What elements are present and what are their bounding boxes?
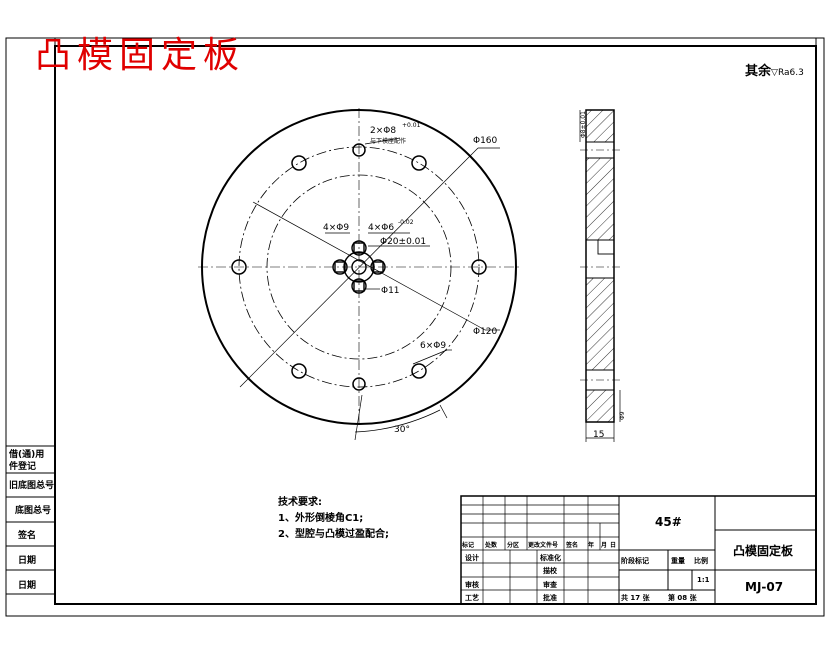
roughness-value: Ra6.3: [777, 68, 804, 78]
dim-section-top: Φ8±0.01: [580, 111, 587, 138]
dim-4x6: 4×Φ6: [368, 223, 394, 233]
role-check: 审查: [543, 581, 557, 589]
side-label-old-drawing-no: 旧底图总号: [9, 481, 55, 491]
pin-holes: [352, 143, 366, 391]
roughness-prefix: 其余: [745, 64, 772, 79]
leader-lines: [239, 137, 500, 441]
dim-6x9: 6×Φ9: [420, 341, 446, 351]
drawing-number: MJ-07: [745, 580, 784, 594]
roughness-symbol-icon: ▽: [771, 68, 778, 78]
side-label-date-2: 日期: [18, 581, 37, 591]
inner-border: [54, 45, 817, 605]
holes-6x9: [231, 155, 487, 379]
dim-pcd-outer: Φ160: [473, 136, 498, 146]
rev-header-zone: 分区: [507, 542, 520, 549]
requirement-item-1: 1、外形倒棱角C1;: [278, 513, 364, 524]
dim-pinholes: 2×Φ8: [370, 126, 396, 136]
dim-thickness: 15: [593, 430, 604, 440]
dim-4x9: 4×Φ9: [323, 223, 349, 233]
title-block: [460, 495, 817, 605]
weight-header: 重量: [671, 557, 685, 565]
stage-mark-header: 阶段标记: [621, 557, 649, 565]
role-approve: 批准: [543, 594, 557, 602]
side-label-date-1: 日期: [18, 556, 37, 566]
roughness-note: 其余▽Ra6.3: [745, 60, 804, 79]
dim-center-bore: Φ20±0.01: [380, 237, 426, 247]
dim-pcd-inner: Φ120: [473, 327, 498, 337]
dim-small-bore: Φ11: [381, 286, 400, 296]
role-process: 工艺: [465, 594, 479, 602]
requirements-heading: 技术要求:: [278, 497, 322, 508]
dim-pinholes-note: 与下模座配作: [370, 137, 406, 145]
scale-header: 比例: [694, 557, 708, 565]
role-trace: 描校: [543, 567, 557, 575]
rev-header-mark: 标记: [462, 542, 475, 549]
role-design: 设计: [465, 554, 479, 562]
side-label-drawing-no: 底图总号: [15, 506, 52, 516]
rev-header-sign: 签名: [566, 542, 579, 549]
section-view: 15 Φ8±0.01 Φ9: [579, 109, 626, 442]
rev-header-count: 处数: [485, 542, 498, 549]
role-standardize: 标准化: [540, 554, 561, 562]
side-strip: [6, 445, 55, 595]
dim-section-bottom: Φ9: [619, 411, 626, 420]
scale-value: 1:1: [697, 576, 710, 584]
role-review: 审核: [465, 581, 479, 589]
dim-angle: 30°: [394, 425, 410, 435]
rev-header-doc: 更改文件号: [528, 542, 559, 549]
dim-4x6-tol: -0.02: [398, 219, 414, 226]
dim-pinholes-tol: +0.01: [402, 122, 421, 129]
sheet-number: 第 08 张: [668, 594, 697, 602]
rev-header-day: 日: [610, 542, 617, 549]
material: 45#: [655, 515, 682, 529]
rev-header-year: 年: [588, 542, 595, 549]
outer-border: [5, 37, 825, 617]
front-view: 2×Φ8 +0.01 与下模座配作 Φ160 4×Φ9 4×Φ6 -0.02 Φ…: [198, 108, 520, 441]
side-label-borrow: 借(通)用: [9, 450, 45, 460]
side-label-register: 件登记: [9, 462, 37, 472]
sheet-count: 共 17 张: [621, 594, 650, 602]
side-label-signature: 签名: [18, 531, 37, 541]
drawing-title: 凸模固定板: [35, 35, 246, 76]
part-name: 凸模固定板: [733, 544, 794, 558]
requirement-item-2: 2、型腔与凸模过盈配合;: [278, 529, 389, 540]
rev-header-month: 月: [601, 542, 608, 549]
